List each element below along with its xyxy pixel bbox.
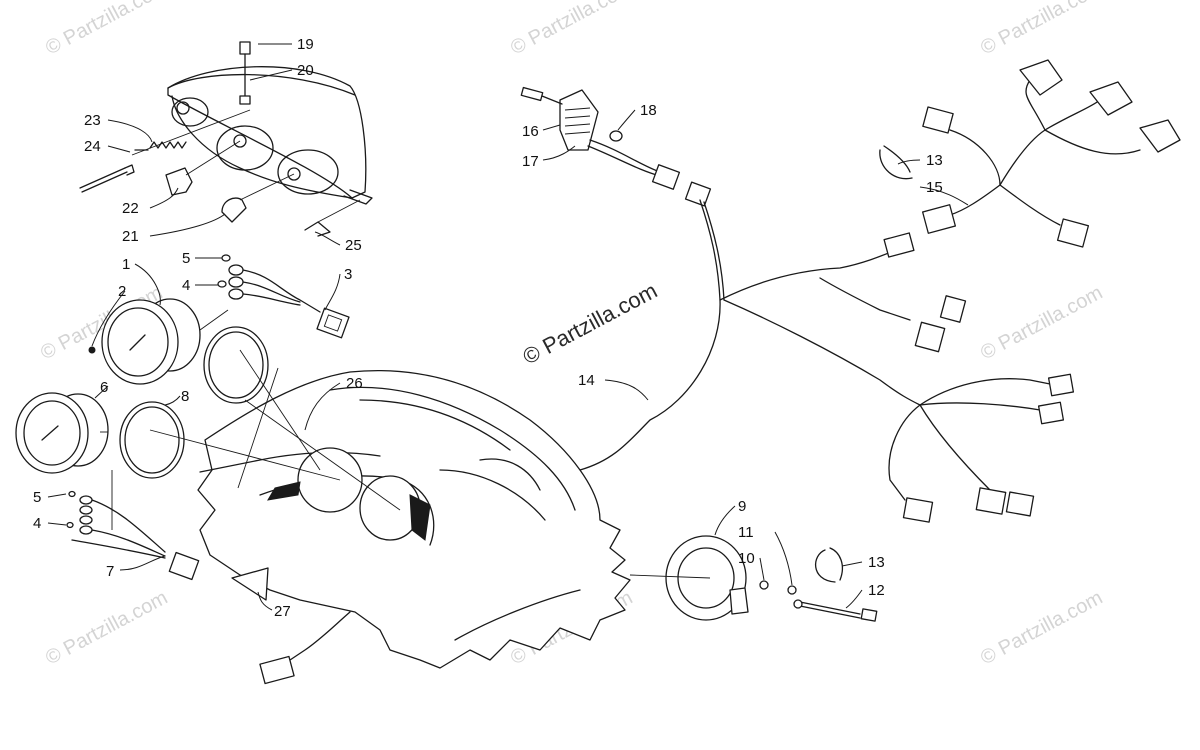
watermark: © Partzilla.com bbox=[507, 0, 636, 59]
gauge-1 bbox=[88, 298, 229, 385]
callout-9: 9 bbox=[738, 498, 746, 515]
callout-15: 15 bbox=[926, 179, 943, 196]
callout-8: 8 bbox=[181, 388, 189, 405]
callout-26: 26 bbox=[346, 375, 363, 392]
callout-18: 18 bbox=[640, 102, 657, 119]
callout-22: 22 bbox=[122, 200, 139, 217]
callout-27: 27 bbox=[274, 603, 291, 620]
callout-20: 20 bbox=[297, 62, 314, 79]
callout-11: 11 bbox=[738, 524, 754, 541]
headlight-assembly bbox=[79, 41, 373, 237]
gauge-6 bbox=[15, 392, 113, 530]
callout-13: 13 bbox=[926, 152, 943, 169]
callout-4: 4 bbox=[182, 277, 190, 294]
dash-panel bbox=[149, 349, 631, 685]
watermark: © Partzilla.com bbox=[977, 0, 1106, 59]
sub-harness-15 bbox=[879, 59, 1181, 248]
leaders bbox=[47, 43, 969, 611]
callout-13b: 13 bbox=[868, 554, 885, 571]
callout-25: 25 bbox=[345, 237, 362, 254]
callout-5b: 5 bbox=[33, 489, 41, 506]
watermark: © Partzilla.com bbox=[977, 282, 1106, 365]
callout-19: 19 bbox=[297, 36, 314, 53]
callout-4b: 4 bbox=[33, 515, 41, 532]
callout-6: 6 bbox=[100, 379, 108, 396]
bezel-rings bbox=[119, 326, 269, 479]
center-watermark: © Partzilla.com bbox=[519, 278, 662, 370]
wiring-3 bbox=[217, 254, 350, 339]
callout-12: 12 bbox=[868, 582, 885, 599]
callout-10: 10 bbox=[738, 550, 755, 567]
main-harness bbox=[579, 199, 1075, 523]
callout-17: 17 bbox=[522, 153, 539, 170]
callout-numbers: 19 20 23 24 22 21 25 5 4 3 1 2 6 8 5 4 7… bbox=[33, 36, 943, 620]
callout-5: 5 bbox=[182, 250, 190, 267]
watermark: © Partzilla.com bbox=[42, 587, 171, 670]
callout-3: 3 bbox=[344, 266, 352, 283]
callout-14: 14 bbox=[578, 372, 595, 389]
callout-24: 24 bbox=[84, 138, 101, 155]
callout-16: 16 bbox=[522, 123, 539, 140]
callout-1: 1 bbox=[122, 256, 130, 273]
callout-7: 7 bbox=[106, 563, 114, 580]
light-assembly-9 bbox=[629, 535, 878, 622]
regulator bbox=[520, 86, 712, 207]
wiring-7 bbox=[66, 490, 200, 581]
callout-23: 23 bbox=[84, 112, 101, 129]
callout-2: 2 bbox=[118, 283, 126, 300]
watermark: © Partzilla.com bbox=[42, 0, 171, 59]
callout-21: 21 bbox=[122, 228, 139, 245]
watermark: © Partzilla.com bbox=[977, 587, 1106, 670]
